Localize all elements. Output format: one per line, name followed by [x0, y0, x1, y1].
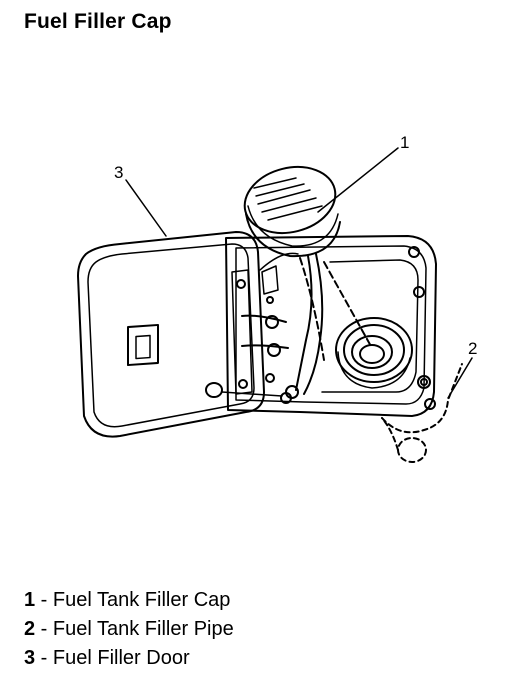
page-title: Fuel Filler Cap — [24, 10, 172, 33]
legend-item: 2 - Fuel Tank Filler Pipe — [24, 615, 234, 644]
legend-number: 1 — [24, 589, 36, 611]
legend-item: 3 - Fuel Filler Door — [24, 644, 234, 673]
legend-separator: - — [35, 618, 53, 640]
callout-1-leader — [317, 147, 399, 213]
callout-2-leader — [447, 357, 473, 399]
legend-number: 3 — [24, 647, 36, 669]
callout-3-leader — [125, 179, 167, 237]
legend-separator: - — [35, 647, 53, 669]
legend-separator: - — [35, 589, 53, 611]
legend-number: 2 — [24, 618, 36, 640]
parts-legend: 1 - Fuel Tank Filler Cap 2 - Fuel Tank F… — [24, 586, 234, 673]
legend-label: Fuel Filler Door — [52, 647, 190, 669]
callout-1-label: 1 — [400, 133, 409, 152]
fuel-tank-filler-cap — [243, 166, 373, 395]
fuel-filler-door — [77, 231, 299, 438]
legend-item: 1 - Fuel Tank Filler Cap — [24, 586, 234, 615]
callout-2-label: 2 — [468, 339, 477, 358]
filler-pipe-neck — [335, 317, 463, 463]
filler-housing — [225, 235, 437, 417]
legend-label: Fuel Tank Filler Cap — [52, 589, 231, 611]
legend-label: Fuel Tank Filler Pipe — [52, 618, 234, 640]
callout-3-label: 3 — [114, 163, 123, 182]
